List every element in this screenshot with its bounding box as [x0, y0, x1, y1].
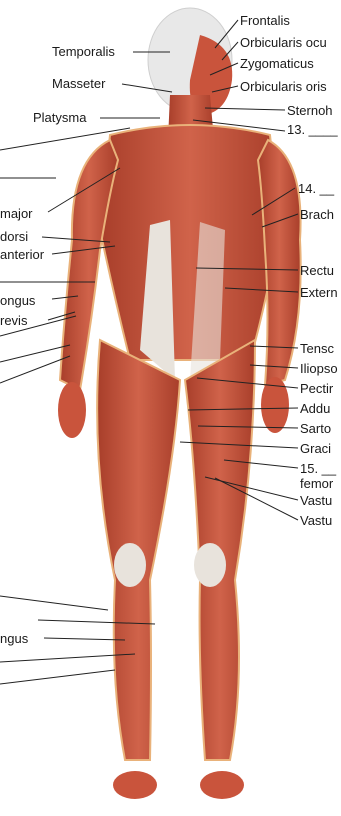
label-masseter: Masseter — [52, 76, 105, 91]
label-vastus-1: Vastu — [300, 493, 332, 508]
label-femoris: femor — [300, 476, 333, 491]
right-foot — [200, 771, 244, 799]
label-anterior: anterior — [0, 247, 44, 262]
label-sternohyoid: Sternoh — [287, 103, 333, 118]
left-hand — [58, 382, 86, 438]
label-frontalis: Frontalis — [240, 13, 290, 28]
label-sartorius: Sarto — [300, 421, 331, 436]
label-dorsi: dorsi — [0, 229, 28, 244]
torso — [100, 125, 280, 360]
label-brevis: revis — [0, 313, 27, 328]
right-knee — [194, 543, 226, 587]
label-blank-14: 14. __ — [298, 181, 334, 196]
label-rectus: Rectu — [300, 263, 334, 278]
label-tensor: Tensc — [300, 341, 334, 356]
label-major: major — [0, 206, 33, 221]
label-longus-leg: ngus — [0, 631, 28, 646]
label-platysma: Platysma — [33, 110, 86, 125]
label-iliopsoas: Iliopso — [300, 361, 338, 376]
label-blank-15: 15. __ — [300, 461, 336, 476]
left-foot — [113, 771, 157, 799]
label-gracilis: Graci — [300, 441, 331, 456]
label-pectineus: Pectir — [300, 381, 333, 396]
label-external: Extern — [300, 285, 338, 300]
label-orbicularis-oculi: Orbicularis ocu — [240, 35, 327, 50]
left-knee — [114, 543, 146, 587]
label-longus-arm: ongus — [0, 293, 35, 308]
label-orbicularis-oris: Orbicularis oris — [240, 79, 327, 94]
label-adductor: Addu — [300, 401, 330, 416]
label-brachio: Brach — [300, 207, 334, 222]
label-blank-13: 13. ____ — [287, 122, 338, 137]
label-vastus-2: Vastu — [300, 513, 332, 528]
label-temporalis: Temporalis — [52, 44, 115, 59]
label-zygomaticus: Zygomaticus — [240, 56, 314, 71]
